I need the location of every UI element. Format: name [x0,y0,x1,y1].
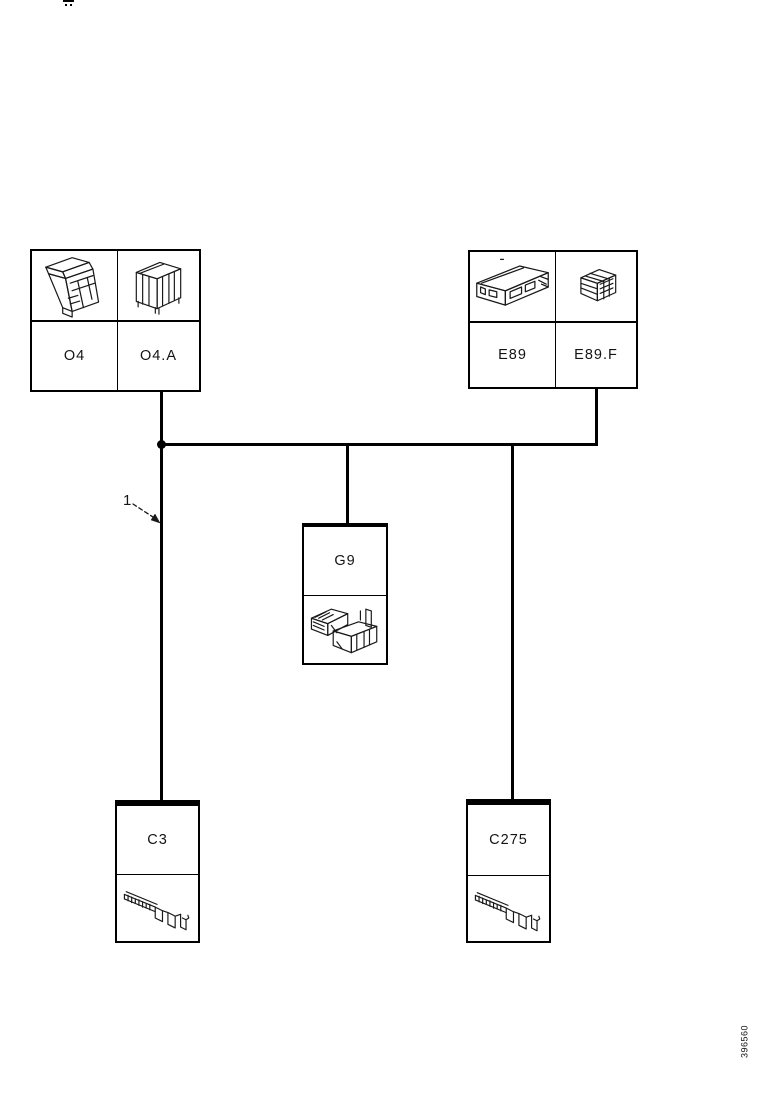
g9-label-cell: G9 [304,526,386,596]
c3-image-cell [117,875,198,941]
wire-branch-g9 [346,445,349,525]
g9-harness-bar [302,523,388,527]
wire-o4-to-c3 [160,392,163,801]
g9-illustration [310,608,378,653]
o4a-label-cell: O4.A [118,322,199,390]
component-group-e89: E89 E89.F [468,250,638,389]
wire-junction-dot [157,440,166,449]
component-group-o4: O4 O4.A [30,249,201,392]
c275-label: C275 [489,832,528,848]
c3-label: C3 [147,832,168,848]
e89-label-cell: E89 [470,323,556,387]
page-top-mark [62,0,76,8]
wire-e89f-drop [595,389,598,445]
o4-label-cell: O4 [32,322,118,390]
wire-branch-c275 [511,445,514,800]
o4-image-cell [32,251,118,322]
o4a-label: O4.A [139,348,178,364]
o4-illustration [45,256,100,318]
c3-label-cell: C3 [117,806,198,875]
e89f-image-cell [556,252,636,323]
callout-1-label: 1 [123,492,132,509]
c275-image-cell [468,876,549,941]
o4a-image-cell [118,251,199,322]
e89-illustration [476,258,549,306]
component-box-c275: C275 [466,799,551,943]
c275-harness-bar [466,799,551,803]
e89-image-cell [470,252,556,323]
c275-illustration [474,891,541,931]
doc-number: 396560 [739,1024,750,1058]
c3-harness-bar [115,800,200,804]
callout-1-leader-line [132,503,161,524]
c3-illustration [123,891,190,931]
e89-label: E89 [498,347,527,363]
e89f-label: E89.F [574,347,618,363]
g9-label: G9 [334,552,356,569]
o4a-illustration [135,261,182,315]
component-box-c3: C3 [115,800,200,943]
o4-label: O4 [63,348,86,364]
component-box-g9: G9 [302,523,388,665]
e89f-illustration [580,268,617,301]
g9-image-cell [304,596,386,663]
e89f-label-cell: E89.F [556,323,636,387]
wire-bus-horizontal [160,443,598,446]
c275-label-cell: C275 [468,805,549,876]
